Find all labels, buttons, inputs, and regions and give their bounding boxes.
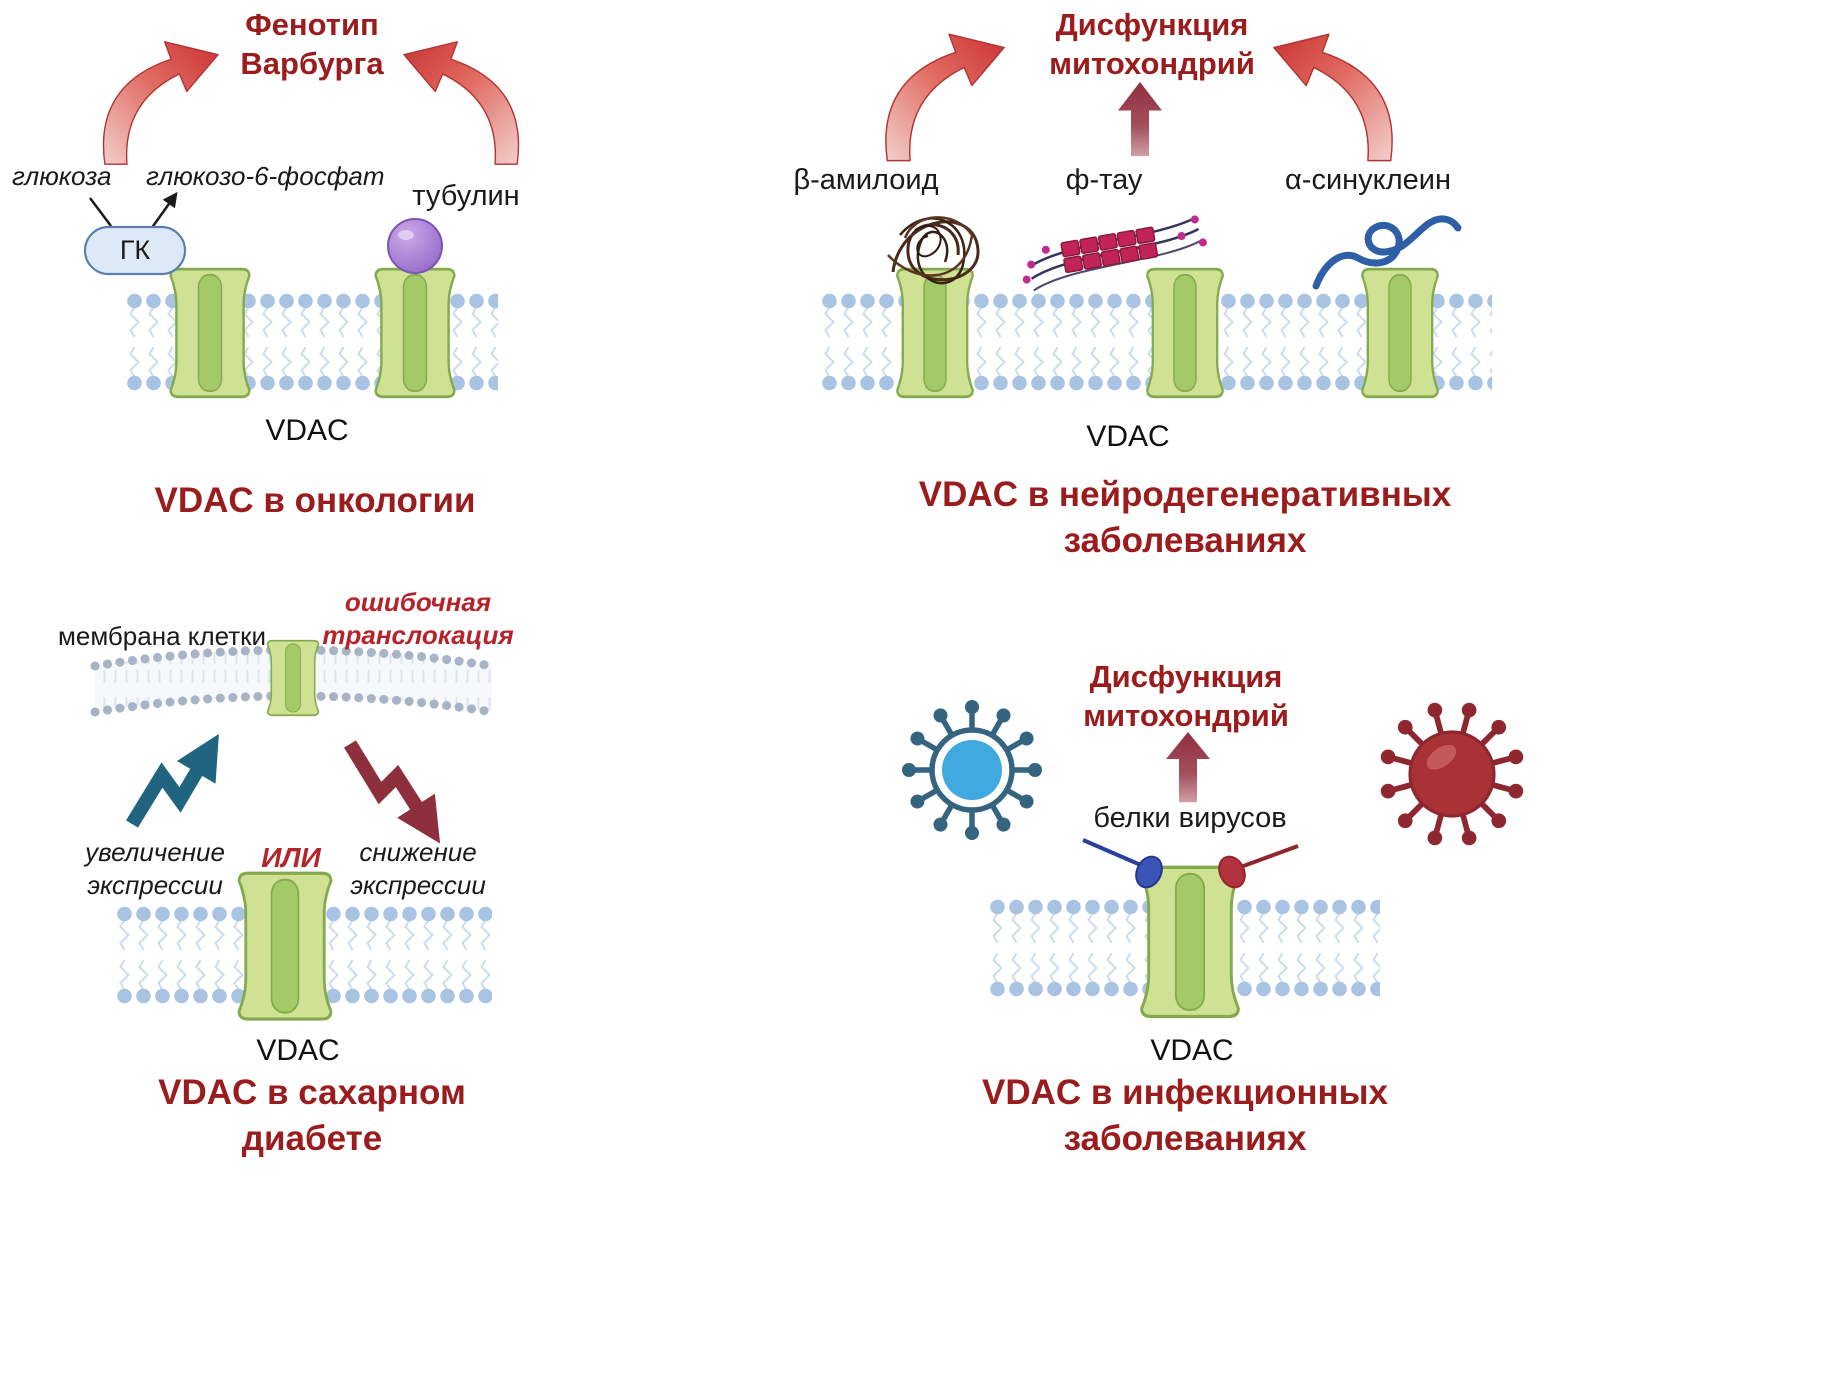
decrease-expression-arrow [344,740,441,844]
decrease-expression-label: снижение экспрессии [350,837,486,900]
glucose-to-hk-line [89,197,112,227]
vdac-channel [169,267,251,399]
increase-expression-arrow [126,733,219,828]
dysfunction-arrow-left [885,33,1005,162]
glucose-6-phosphate-label: глюкозо-6-фосфат [146,161,385,191]
warburg-arrow-left [102,41,219,165]
warburg-arrow-right [403,41,520,165]
vdac-channel [1139,865,1241,1019]
vdac-label: VDAC [256,1034,340,1067]
hexokinase-label: ГК [119,235,151,265]
alpha-synuclein-label: α-синуклеин [1285,164,1451,196]
mistranslocation-label: ошибочная транслокация [322,587,514,650]
vdac-channel [237,871,333,1021]
viral-protein-blue-icon [1082,838,1163,889]
dysfunction-up-arrow [1166,732,1210,803]
neuro-title: VDAC в нейродегенеративных заболеваниях [918,475,1452,560]
mito-dysfunction-label: Дисфункция митохондрий [1049,7,1255,81]
vdac-label: VDAC [1086,420,1170,453]
increase-expression-label: увеличение экспрессии [85,837,225,900]
cell-membrane-label: мембрана клетки [58,621,267,651]
beta-amyloid-label: β-амилоид [793,164,939,196]
dysfunction-up-arrow [1118,82,1162,157]
hk-to-g6p-arrow [149,191,178,230]
vdac-channel [1360,267,1440,399]
hexokinase-pill [83,225,187,276]
dysfunction-arrow-right [1273,33,1393,162]
diabetes-title: VDAC в сахарном диабете [158,1073,466,1158]
virus-blue-icon [902,700,1042,840]
phospho-tau-label: ф-тау [1065,164,1143,196]
warburg-phenotype-label: Фенотип Варбурга [240,7,384,81]
tubulin-label: тубулин [412,180,520,212]
vdac-label: VDAC [1150,1034,1234,1067]
mito-dysfunction-label: Дисфункция митохондрий [1083,659,1289,733]
virus-red-icon [1379,701,1525,847]
vdac-channel [1145,267,1225,399]
infection-title: VDAC в инфекционных заболеваниях [982,1073,1388,1158]
alpha-synuclein-icon [1312,215,1462,290]
viral-protein-red-icon [1218,844,1299,889]
phospho-tau-fibril-icon [1022,215,1207,292]
beta-amyloid-aggregate-icon [887,216,980,285]
vdac-channel-mistranslocated [266,639,320,717]
oncology-title: VDAC в онкологии [154,481,476,520]
tubulin-sphere [387,218,443,274]
glucose-label: глюкоза [12,161,112,191]
viral-proteins-label: белки вирусов [1093,802,1287,834]
vdac-channel [374,267,456,399]
vdac-channel [895,267,975,399]
or-label: ИЛИ [261,842,321,873]
vdac-label: VDAC [265,414,349,447]
